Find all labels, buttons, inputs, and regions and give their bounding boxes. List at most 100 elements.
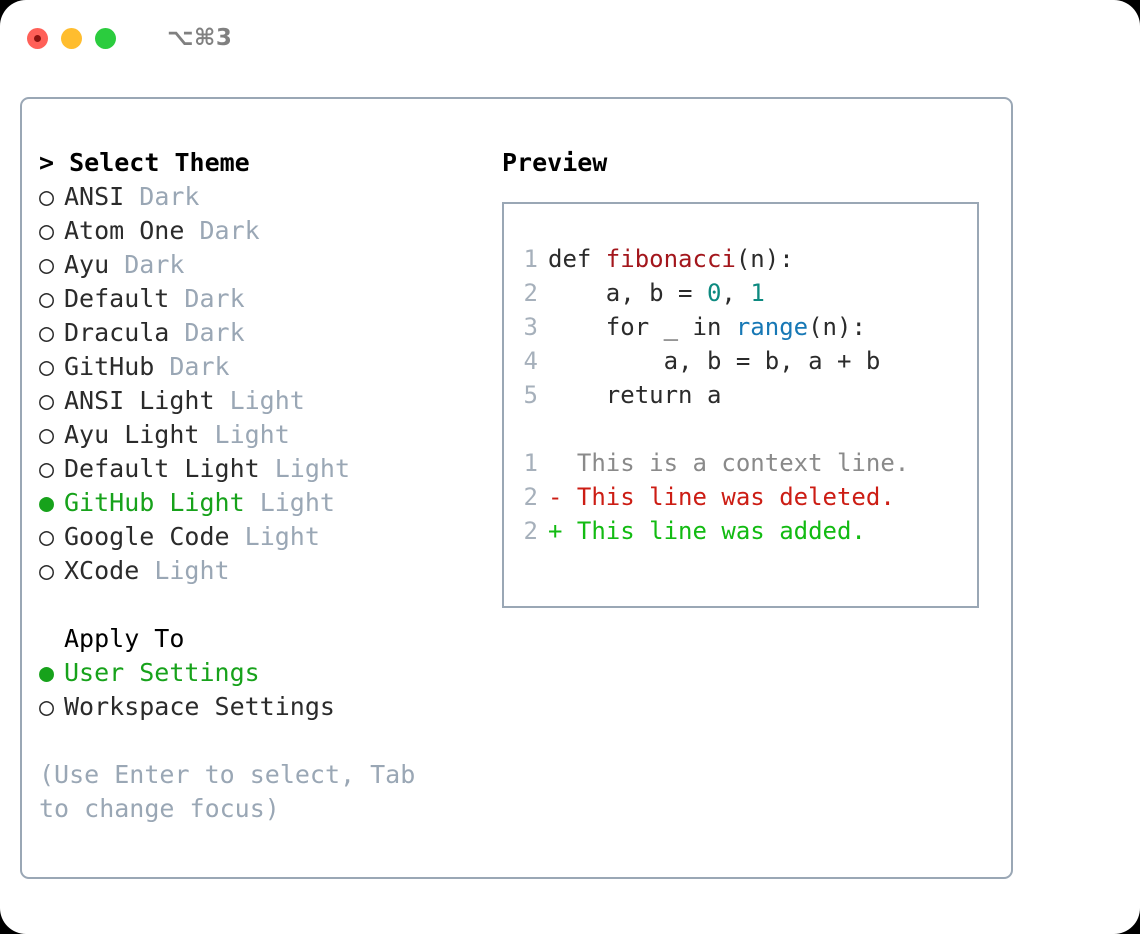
apply-to-item[interactable]: ●User Settings bbox=[39, 656, 482, 690]
code-token-plain: return a bbox=[548, 381, 722, 409]
line-number: 3 bbox=[523, 313, 538, 341]
theme-picker-column: > Select Theme ○ANSI Dark○Atom One Dark○… bbox=[22, 99, 482, 877]
theme-list-item[interactable]: ○ XCode Light bbox=[39, 554, 482, 588]
diff-sample: 1 This is a context line.2- This line wa… bbox=[504, 446, 977, 548]
spacer bbox=[215, 384, 230, 418]
theme-name-label: Default bbox=[64, 284, 170, 313]
radio-unselected-icon: ○ bbox=[39, 352, 55, 381]
spacer bbox=[245, 486, 260, 520]
spacer bbox=[184, 214, 199, 248]
main-panel: > Select Theme ○ANSI Dark○Atom One Dark○… bbox=[20, 97, 1013, 879]
radio-unselected-icon: ○ bbox=[39, 250, 55, 279]
theme-list-item[interactable]: ○ Atom One Dark bbox=[39, 214, 482, 248]
code-token-plain: (n): bbox=[735, 245, 794, 273]
code-token-plain: a, b = b, a + b bbox=[548, 347, 881, 375]
theme-variant-label: Dark bbox=[184, 284, 245, 313]
theme-name-label: Google Code bbox=[64, 522, 230, 551]
title-bar: ⌥⌘3 bbox=[0, 0, 1140, 76]
theme-list-item[interactable]: ●GitHub Light Light bbox=[39, 486, 482, 520]
theme-list: ○ANSI Dark○Atom One Dark○Ayu Dark○Defaul… bbox=[39, 180, 482, 588]
apply-to-label: User Settings bbox=[64, 658, 260, 687]
line-number: 2 bbox=[523, 279, 538, 307]
diff-line: 1 This is a context line. bbox=[504, 446, 977, 480]
apply-to-item[interactable]: ○ Workspace Settings bbox=[39, 690, 482, 724]
spacer bbox=[260, 452, 275, 486]
diff-text-context: This is a context line. bbox=[548, 449, 910, 477]
close-window-button[interactable] bbox=[27, 27, 48, 49]
theme-variant-label: Light bbox=[244, 522, 320, 551]
preview-title: Preview bbox=[502, 148, 608, 177]
diff-text-add: + This line was added. bbox=[548, 517, 866, 545]
theme-list-item[interactable]: ○Default Light Light bbox=[39, 452, 482, 486]
theme-variant-label: Light bbox=[214, 420, 290, 449]
apply-to-label: Workspace Settings bbox=[64, 692, 335, 721]
theme-list-item[interactable]: ○ GitHub Dark bbox=[39, 350, 482, 384]
line-number: 4 bbox=[523, 347, 538, 375]
theme-variant-label: Dark bbox=[199, 216, 260, 245]
code-line: 2 a, b = 0, 1 bbox=[504, 276, 977, 310]
theme-variant-label: Dark bbox=[124, 250, 185, 279]
minimize-window-button[interactable] bbox=[61, 27, 82, 49]
radio-selected-icon: ● bbox=[39, 488, 55, 517]
theme-variant-label: Light bbox=[229, 386, 305, 415]
theme-name-label: ANSI Light bbox=[64, 386, 215, 415]
theme-name-label: Default Light bbox=[64, 454, 260, 483]
diff-line: 2- This line was deleted. bbox=[504, 480, 977, 514]
spacer bbox=[139, 554, 154, 588]
theme-list-item[interactable]: ○ANSI Light Light bbox=[39, 384, 482, 418]
code-token-plain: (n): bbox=[808, 313, 866, 341]
theme-list-item[interactable]: ○ Default Dark bbox=[39, 282, 482, 316]
radio-unselected-icon: ○ bbox=[39, 318, 55, 347]
theme-variant-label: Dark bbox=[184, 318, 245, 347]
theme-list-item[interactable]: ○Dracula Dark bbox=[39, 316, 482, 350]
spacer bbox=[109, 248, 124, 282]
theme-list-item[interactable]: ○ Ayu Light Light bbox=[39, 418, 482, 452]
spacer bbox=[169, 282, 184, 316]
radio-unselected-icon: ○ bbox=[39, 556, 55, 585]
keyboard-shortcut-label: ⌥⌘3 bbox=[167, 25, 233, 51]
line-number: 2 bbox=[523, 517, 538, 545]
theme-name-label: GitHub bbox=[64, 352, 155, 381]
theme-variant-label: Dark bbox=[169, 352, 230, 381]
theme-name-label: Atom One bbox=[64, 216, 185, 245]
radio-unselected-icon: ○ bbox=[39, 216, 55, 245]
code-token-plain: , bbox=[721, 279, 751, 307]
spacer bbox=[504, 412, 977, 446]
code-text: a, b = b, a + b bbox=[548, 344, 881, 378]
spacer bbox=[199, 418, 214, 452]
theme-list-item[interactable]: ○ Google Code Light bbox=[39, 520, 482, 554]
theme-list-item[interactable]: ○Ayu Dark bbox=[39, 248, 482, 282]
theme-name-label: Ayu Light bbox=[64, 420, 200, 449]
diff-line: 2 + This line was added. bbox=[504, 514, 977, 548]
code-text: a, b = 0, 1 bbox=[548, 276, 765, 310]
radio-unselected-icon: ○ bbox=[39, 284, 55, 313]
radio-unselected-icon: ○ bbox=[39, 692, 55, 721]
code-line: 5 return a bbox=[504, 378, 977, 412]
theme-variant-label: Light bbox=[154, 556, 230, 585]
spacer bbox=[124, 180, 139, 214]
apply-to-list: ●User Settings○ Workspace Settings bbox=[39, 656, 482, 724]
diff-text-del: - This line was deleted. bbox=[548, 483, 895, 511]
theme-list-item[interactable]: ○ANSI Dark bbox=[39, 180, 482, 214]
radio-unselected-icon: ○ bbox=[39, 182, 55, 211]
code-token-fn: fibonacci bbox=[605, 245, 736, 273]
line-number: 5 bbox=[523, 381, 538, 409]
radio-unselected-icon: ○ bbox=[39, 522, 55, 551]
radio-unselected-icon: ○ bbox=[39, 454, 55, 483]
code-token-num: 0 bbox=[706, 279, 722, 307]
keyboard-hint-text: (Use Enter to select, Tab to change focu… bbox=[39, 760, 431, 823]
select-theme-header: > Select Theme bbox=[39, 148, 250, 177]
line-number: 1 bbox=[523, 449, 538, 477]
apply-to-header: Apply To bbox=[64, 624, 185, 653]
spacer bbox=[230, 520, 245, 554]
radio-unselected-icon: ○ bbox=[39, 420, 55, 449]
theme-name-label: XCode bbox=[64, 556, 140, 585]
theme-variant-label: Light bbox=[259, 488, 335, 517]
maximize-window-button[interactable] bbox=[95, 27, 116, 49]
theme-name-label: ANSI bbox=[64, 182, 125, 211]
code-text: for _ in range(n): bbox=[548, 310, 866, 344]
